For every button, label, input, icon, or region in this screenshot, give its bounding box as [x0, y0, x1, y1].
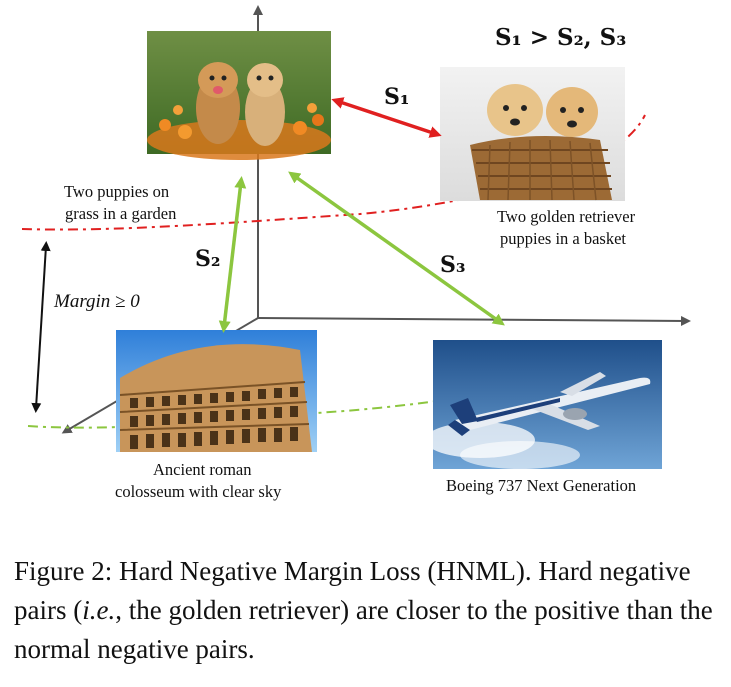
- s1-label: S₁: [384, 84, 410, 110]
- margin-arrow: [31, 241, 51, 413]
- caption-puppies-grass-line2: grass in a garden: [65, 204, 176, 223]
- caption-boeing: Boeing 737 Next Generation: [446, 476, 636, 495]
- s3-arrow: [288, 171, 505, 326]
- s2-label: S₂: [195, 246, 221, 272]
- caption-suffix: , the golden retriever) are closer to th…: [14, 595, 713, 664]
- image-puppies-basket: [440, 67, 625, 201]
- caption-colosseum-line1: Ancient roman: [153, 460, 252, 479]
- caption-colosseum-line2: colosseum with clear sky: [115, 482, 282, 501]
- caption-puppies-grass-line1: Two puppies on: [64, 182, 169, 201]
- caption-prefix: Figure 2: Hard Negative Margin Loss (HNM…: [14, 556, 691, 625]
- caption-puppies-basket-line1: Two golden retriever: [497, 207, 636, 226]
- caption-ie: i.e.: [82, 595, 116, 625]
- s2-arrow: [218, 176, 247, 333]
- caption-puppies-basket-line2: puppies in a basket: [500, 229, 626, 248]
- image-boeing: [425, 340, 662, 469]
- top-formula: S₁ > S₂, S₃: [495, 24, 626, 51]
- figure-caption: Figure 2: Hard Negative Margin Loss (HNM…: [14, 552, 719, 669]
- margin-label: Margin ≥ 0: [53, 291, 140, 312]
- x-axis: [257, 315, 691, 326]
- image-colosseum: [116, 330, 317, 452]
- s1-arrow: [331, 97, 442, 138]
- image-puppies-grass: [147, 31, 331, 160]
- s3-label: S₃: [440, 252, 466, 278]
